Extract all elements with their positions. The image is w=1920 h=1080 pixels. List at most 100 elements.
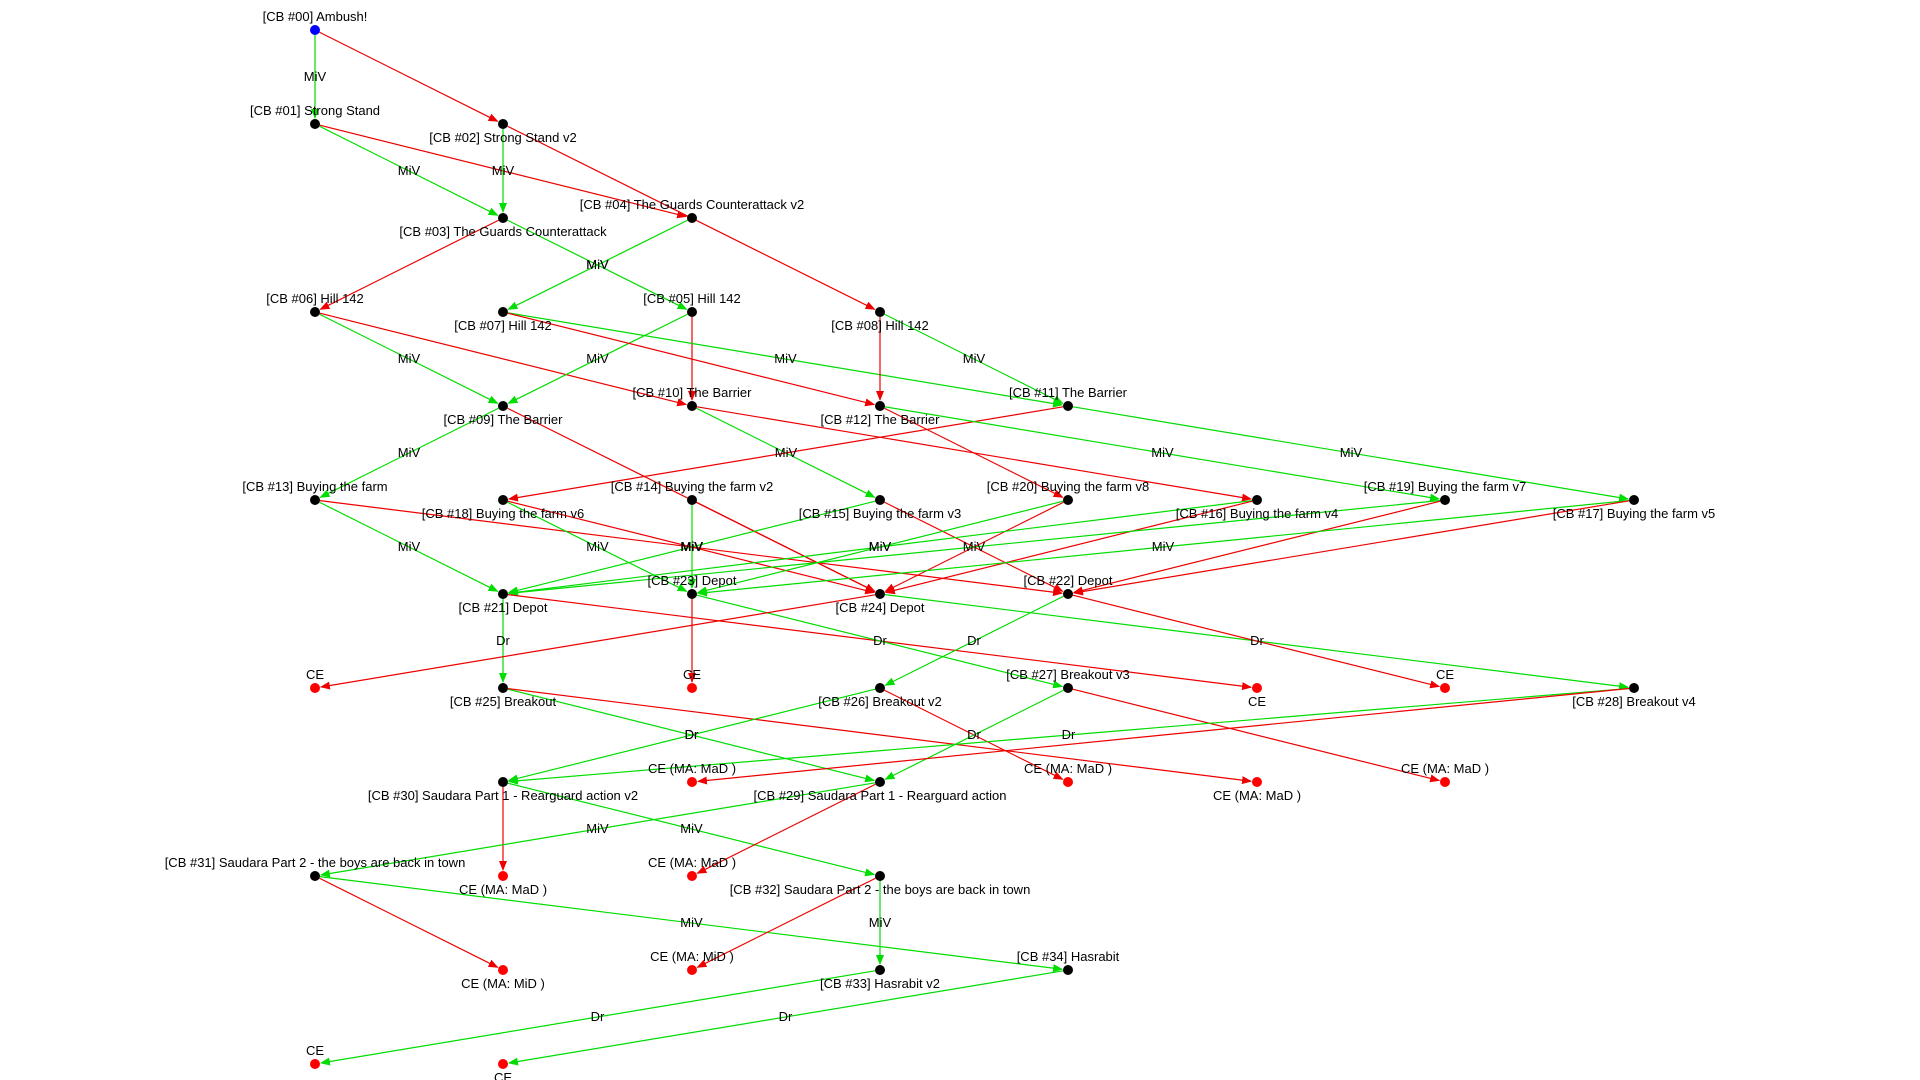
node-n00: [CB #00] Ambush! [263, 9, 368, 35]
node-n11: [CB #11] The Barrier [1009, 385, 1128, 411]
end-node-dot [687, 683, 697, 693]
end-node-dot [1252, 777, 1262, 787]
node-label-n26: [CB #26] Breakout v2 [818, 694, 942, 709]
node-label-n21: [CB #21] Depot [459, 600, 548, 615]
node-n29: [CB #29] Saudara Part 1 - Rearguard acti… [754, 777, 1007, 803]
node-label-n19: [CB #19] Buying the farm v7 [1364, 479, 1527, 494]
edge-n06-n09 [319, 313, 499, 404]
node-n10: [CB #10] The Barrier [633, 385, 753, 411]
node-dot [498, 119, 508, 129]
node-dot [310, 307, 320, 317]
edge-n13-n21 [319, 501, 499, 592]
node-n28: [CB #28] Breakout v4 [1572, 683, 1696, 709]
node-label-n05: [CB #05] Hill 142 [643, 291, 741, 306]
node-n05: [CB #05] Hill 142 [643, 291, 741, 317]
node-dot [687, 401, 697, 411]
node-n31: [CB #31] Saudara Part 2 - the boys are b… [165, 855, 465, 881]
edge-n34-e15 [507, 970, 1064, 1066]
edge-n23-n27 [696, 594, 1064, 689]
node-dot [1063, 683, 1073, 693]
node-dot [875, 965, 885, 975]
node-n04: [CB #04] The Guards Counterattack v2 [580, 197, 804, 223]
node-n15: [CB #15] Buying the farm v3 [799, 495, 961, 521]
edge-n18-n24 [507, 500, 876, 595]
node-dot [498, 307, 508, 317]
node-label-n07: [CB #07] Hill 142 [454, 318, 552, 333]
edge-label-n12-n19: MiV [1151, 445, 1174, 460]
node-label-n10: [CB #10] The Barrier [633, 385, 753, 400]
end-node-dot [1440, 683, 1450, 693]
node-n13: [CB #13] Buying the farm [242, 479, 388, 505]
node-n25: [CB #25] Breakout [450, 683, 556, 709]
node-label-n13: [CB #13] Buying the farm [242, 479, 387, 494]
node-label-e6: CE (MA: MaD ) [1024, 761, 1112, 776]
edge-label-n27-n29: Dr [967, 727, 981, 742]
node-e13: CE [683, 667, 701, 693]
end-node-dot [687, 871, 697, 881]
edge-n24-e1 [319, 594, 876, 690]
edge-label-n21-n25: Dr [496, 633, 510, 648]
edge-n03-n06 [319, 219, 499, 310]
node-n18: [CB #18] Buying the farm v6 [422, 495, 585, 521]
node-dot [875, 683, 885, 693]
node-dot [875, 495, 885, 505]
start-node-dot [310, 25, 320, 35]
edge-n22-e3 [1072, 594, 1441, 689]
edge-label-n19-n21: MiV [963, 539, 986, 554]
node-dot [1252, 495, 1262, 505]
edge-label-n23-n27: Dr [873, 633, 887, 648]
end-node-dot [687, 777, 697, 787]
node-dot [498, 213, 508, 223]
node-dot [1629, 683, 1639, 693]
node-label-n11: [CB #11] The Barrier [1009, 385, 1128, 400]
edge-label-n04-n07: MiV [586, 257, 609, 272]
edge-n27-n29 [884, 689, 1064, 780]
node-label-n18: [CB #18] Buying the farm v6 [422, 506, 585, 521]
node-dot [687, 495, 697, 505]
end-node-dot [1440, 777, 1450, 787]
node-dot [875, 777, 885, 787]
node-label-n27: [CB #27] Breakout v3 [1006, 667, 1130, 682]
node-dot [1063, 589, 1073, 599]
edge-n08-n11 [884, 313, 1064, 404]
node-n26: [CB #26] Breakout v2 [818, 683, 942, 709]
node-label-n14: [CB #14] Buying the farm v2 [611, 479, 774, 494]
edge-n19-n22 [1072, 500, 1441, 595]
node-label-e1: CE [306, 667, 324, 682]
edge-n11-n18 [507, 406, 1064, 502]
edge-n09-n13 [319, 407, 499, 498]
edge-n14-n24 [696, 501, 876, 592]
edge-n26-n30 [507, 688, 876, 783]
edge-label-n03-n05: MiV [586, 257, 609, 272]
node-label-n00: [CB #00] Ambush! [263, 9, 368, 24]
edge-label-n32-n33: MiV [869, 915, 892, 930]
node-dot [310, 495, 320, 505]
node-n27: [CB #27] Breakout v3 [1006, 667, 1130, 693]
end-node-dot [687, 965, 697, 975]
node-n17: [CB #17] Buying the farm v5 [1553, 495, 1715, 521]
edge-label-n02-n03: MiV [492, 163, 515, 178]
node-e10: CE (MA: MaD ) [459, 871, 547, 897]
node-label-n22: [CB #22] Depot [1024, 573, 1113, 588]
node-label-n16: [CB #16] Buying the farm v4 [1176, 506, 1339, 521]
edge-label-n34-e15: Dr [779, 1009, 793, 1024]
edge-n31-n34 [319, 876, 1064, 973]
node-label-n29: [CB #29] Saudara Part 1 - Rearguard acti… [754, 788, 1007, 803]
node-label-e13: CE [683, 667, 701, 682]
edge-label-n00-n01: MiV [304, 69, 327, 84]
node-n33: [CB #33] Hasrabit v2 [820, 965, 940, 991]
node-dot [687, 307, 697, 317]
node-n06: [CB #06] Hill 142 [266, 291, 364, 317]
edge-n07-n11 [507, 312, 1064, 408]
edges-layer [311, 31, 1630, 1066]
node-label-n20: [CB #20] Buying the farm v8 [987, 479, 1150, 494]
edge-label-n09-n13: MiV [398, 445, 421, 460]
node-e3: CE [1436, 667, 1454, 693]
node-e5: CE (MA: MaD ) [648, 761, 736, 787]
edge-n05-n09 [507, 313, 688, 404]
edge-n12-n20 [884, 407, 1064, 498]
edge-label-n10-n15: MiV [775, 445, 798, 460]
node-n14: [CB #14] Buying the farm v2 [611, 479, 774, 505]
